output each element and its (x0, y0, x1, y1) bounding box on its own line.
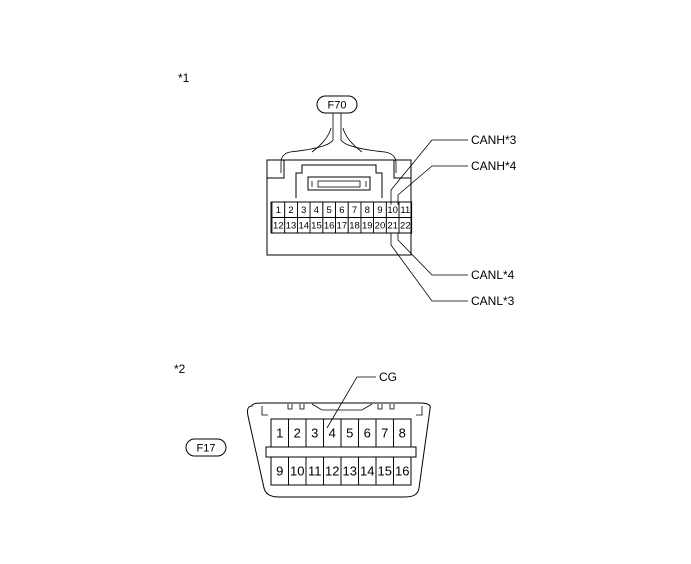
pin-number: 6 (339, 205, 344, 216)
pin-number: 16 (324, 221, 335, 232)
pin-number: 1 (276, 426, 283, 441)
pin-number: 8 (365, 205, 370, 216)
pin-number: 2 (288, 205, 293, 216)
pin-cell (398, 217, 413, 234)
connector-tag-label: F17 (197, 443, 216, 455)
pin-number: 12 (273, 221, 284, 232)
pin-number: 11 (308, 464, 322, 479)
connector-housing-f17 (247, 402, 431, 498)
pin-number: 10 (387, 205, 398, 216)
pin-number: 17 (337, 221, 348, 232)
pin-number: 15 (311, 221, 322, 232)
callout-leader-f17 (326, 376, 376, 429)
callout-canl-4: CANL*4 (471, 268, 515, 282)
pin-number: 2 (294, 426, 301, 441)
pin-number: 20 (375, 221, 386, 232)
wire-bundle (280, 113, 397, 173)
pin-number: 4 (329, 426, 336, 441)
pin-number: 15 (378, 464, 392, 479)
pin-number: 13 (286, 221, 297, 232)
pin-number: 21 (387, 221, 398, 232)
pin-number: 10 (290, 464, 304, 479)
pin-number: 7 (352, 205, 357, 216)
pin-number: 9 (276, 464, 283, 479)
pin-number: 8 (399, 426, 406, 441)
pin-number: 13 (343, 464, 357, 479)
pin-number: 6 (364, 426, 371, 441)
pin-cell (393, 418, 412, 448)
pin-number: 7 (381, 426, 388, 441)
pin-number: 11 (400, 205, 410, 216)
callout-canl-3: CANL*3 (471, 294, 515, 308)
pin-number: 16 (395, 464, 409, 479)
connector-tag-f17: F17 (185, 438, 227, 457)
pin-number: 19 (362, 221, 373, 232)
pin-cell (393, 456, 412, 486)
pin-number: 9 (377, 205, 382, 216)
pin-number: 18 (349, 221, 360, 232)
callout-canh-3: CANH*3 (471, 133, 517, 147)
connector-tag-label: F70 (328, 100, 347, 112)
pin-number: 3 (311, 426, 318, 441)
pin-number: 22 (400, 221, 411, 232)
pin-number: 3 (301, 205, 306, 216)
pin-number: 5 (327, 205, 332, 216)
pin-number: 14 (298, 221, 309, 232)
pin-number: 4 (314, 205, 319, 216)
callout-cg: CG (379, 370, 397, 384)
connector-tag-f70: F70 (316, 95, 358, 114)
callout-leaders-f70 (390, 139, 468, 302)
marker-2: *2 (174, 362, 186, 376)
pin-number: 5 (346, 426, 353, 441)
pin-number: 12 (325, 464, 339, 479)
pin-number: 14 (360, 464, 374, 479)
callout-canh-4: CANH*4 (471, 159, 517, 173)
marker-1: *1 (178, 71, 190, 85)
pin-number: 1 (276, 205, 281, 216)
